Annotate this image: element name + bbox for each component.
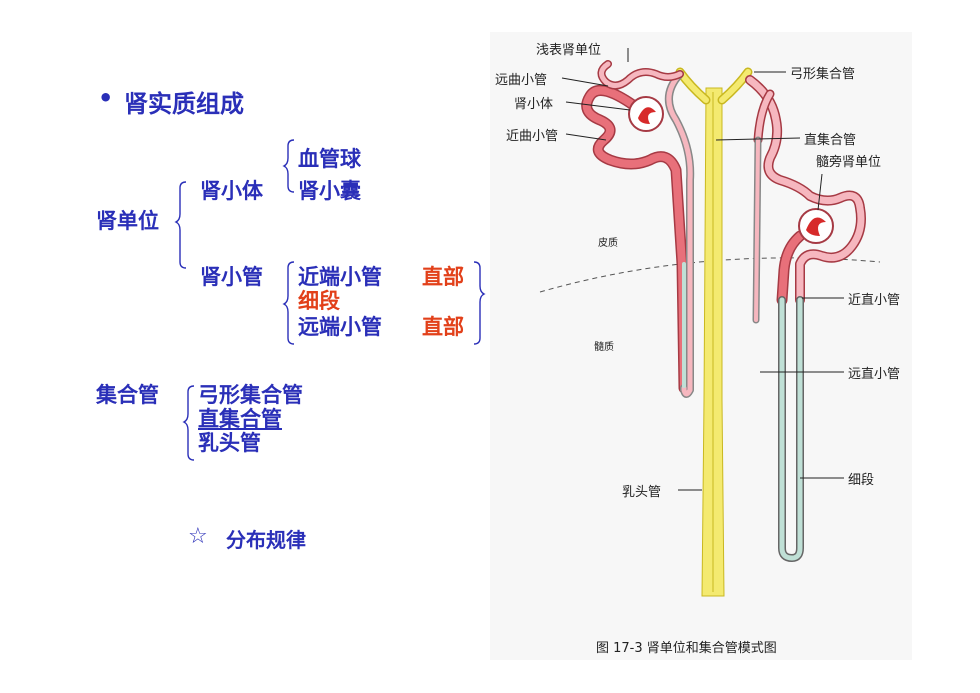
label-thin-segment: 细段 xyxy=(848,473,874,488)
label-papillary-duct: 乳头管 xyxy=(622,485,661,500)
bullet: • xyxy=(98,84,114,112)
juxtamedullary-nephron xyxy=(745,75,866,562)
label-renal-corpuscle: 肾小体 xyxy=(514,97,553,112)
leader-lines xyxy=(561,48,844,491)
star-icon: ☆ xyxy=(188,524,208,549)
label-proximal-convoluted: 近曲小管 xyxy=(506,129,558,144)
arched-collecting-label: 弓形集合管 xyxy=(198,383,303,407)
collecting-label: 集合管 xyxy=(96,383,159,407)
label-straight-collecting: 直集合管 xyxy=(804,132,856,148)
thin-segment-label: 细段 xyxy=(298,289,340,313)
heading: 肾实质组成 xyxy=(124,90,244,118)
superficial-nephron xyxy=(581,60,695,398)
label-superficial-nephron: 浅表肾单位 xyxy=(536,43,601,58)
proximal-label: 近端小管 xyxy=(298,265,382,289)
label-arched-collecting: 弓形集合管 xyxy=(790,66,855,82)
label-cortex: 皮质 xyxy=(598,236,618,249)
proximal-straight-label: 直部 xyxy=(422,265,464,289)
distal-label: 远端小管 xyxy=(298,315,382,339)
distal-straight-label: 直部 xyxy=(422,315,464,339)
figure-background xyxy=(490,32,912,660)
figure-caption: 图 17-3 肾单位和集合管模式图 xyxy=(596,640,777,656)
label-proximal-straight: 近直小管 xyxy=(848,293,900,308)
capsule-label: 肾小囊 xyxy=(298,179,361,203)
tubule-label: 肾小管 xyxy=(200,265,263,289)
figure-labels: 浅表肾单位 远曲小管 肾小体 近曲小管 弓形集合管 直集合管 髓旁肾单位 皮质 … xyxy=(495,43,900,656)
papillary-label: 乳头管 xyxy=(198,431,261,455)
distribution-pattern-label: 分布规律 xyxy=(226,528,306,552)
label-distal-straight: 远直小管 xyxy=(848,367,900,382)
glomerulus-label: 血管球 xyxy=(298,147,361,171)
label-distal-convoluted: 远曲小管 xyxy=(495,73,547,88)
label-medulla: 髓质 xyxy=(594,340,614,353)
corpuscle-label: 肾小体 xyxy=(200,179,263,203)
straight-collecting-label: 直集合管 xyxy=(198,407,282,431)
nephron-label: 肾单位 xyxy=(96,209,159,233)
label-juxtamedullary: 髓旁肾单位 xyxy=(816,154,881,170)
collecting-duct xyxy=(675,67,753,597)
